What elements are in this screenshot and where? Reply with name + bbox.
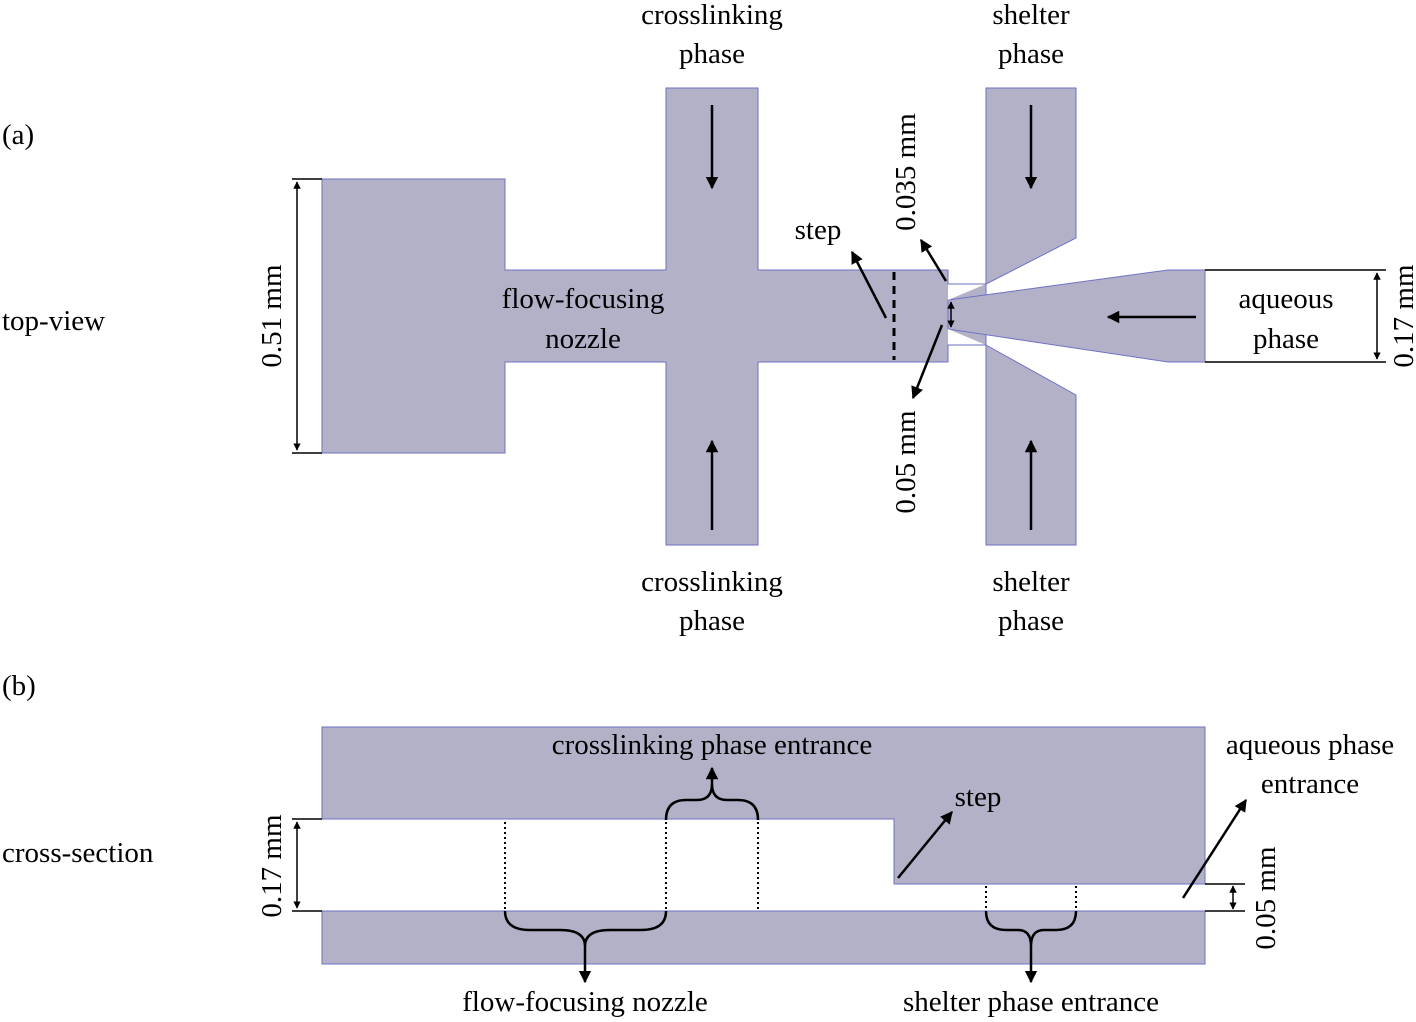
crosslinking-top-label-1: crosslinking <box>641 0 783 31</box>
gap-05-arrow <box>911 324 944 400</box>
nozzle-label-1: flow-focusing <box>502 283 665 315</box>
shelter-top-label-2: phase <box>998 38 1064 70</box>
step-arrow-top <box>850 250 888 319</box>
gap-top <box>948 284 986 300</box>
crosslinking-top-label-2: phase <box>679 38 745 70</box>
aqueous-entrance-label-2: entrance <box>1261 768 1359 800</box>
nozzle-label-2: nozzle <box>545 323 621 355</box>
crosslinking-bottom-label-2: phase <box>679 605 745 637</box>
gap-035-arrow <box>919 238 948 282</box>
nozzle-label-cross: flow-focusing nozzle <box>462 986 708 1018</box>
shelter-entrance-label: shelter phase entrance <box>903 986 1159 1018</box>
dim-051-label: 0.51 mm <box>256 264 288 368</box>
step-arrow-cross <box>897 811 953 879</box>
dim-h-label: 0.17 mm <box>256 814 288 918</box>
shelter-top-label-1: shelter <box>992 0 1070 31</box>
lower-wall <box>321 910 1206 965</box>
aqueous-entrance-arrow <box>1181 798 1248 899</box>
shelter-bottom-label-2: phase <box>998 605 1064 637</box>
gap-bottom <box>948 329 986 345</box>
step-label-top: step <box>795 214 842 246</box>
panel-a-label: (a) <box>2 119 34 151</box>
aqueous-label-1: aqueous <box>1238 283 1333 315</box>
shelter-bottom-label-1: shelter <box>992 566 1070 598</box>
panel-b-label: (b) <box>2 670 36 702</box>
crosslinking-entrance-label: crosslinking phase entrance <box>552 729 873 761</box>
top-view-label: top-view <box>2 305 105 337</box>
dim-035-label: 0.035 mm <box>890 113 922 231</box>
crosslinking-bottom-label-1: crosslinking <box>641 566 783 598</box>
aqueous-label-2: phase <box>1253 323 1319 355</box>
cross-section-channel <box>321 726 1206 965</box>
dim-017-label: 0.17 mm <box>1388 264 1416 368</box>
top-view-channel <box>321 87 1206 546</box>
step-label-cross: step <box>955 781 1002 813</box>
dim-05-label: 0.05 mm <box>890 410 922 514</box>
aqueous-entrance-label-1: aqueous phase <box>1226 729 1394 761</box>
dim-step-label: 0.05 mm <box>1250 846 1282 950</box>
cross-section-label: cross-section <box>2 837 154 869</box>
